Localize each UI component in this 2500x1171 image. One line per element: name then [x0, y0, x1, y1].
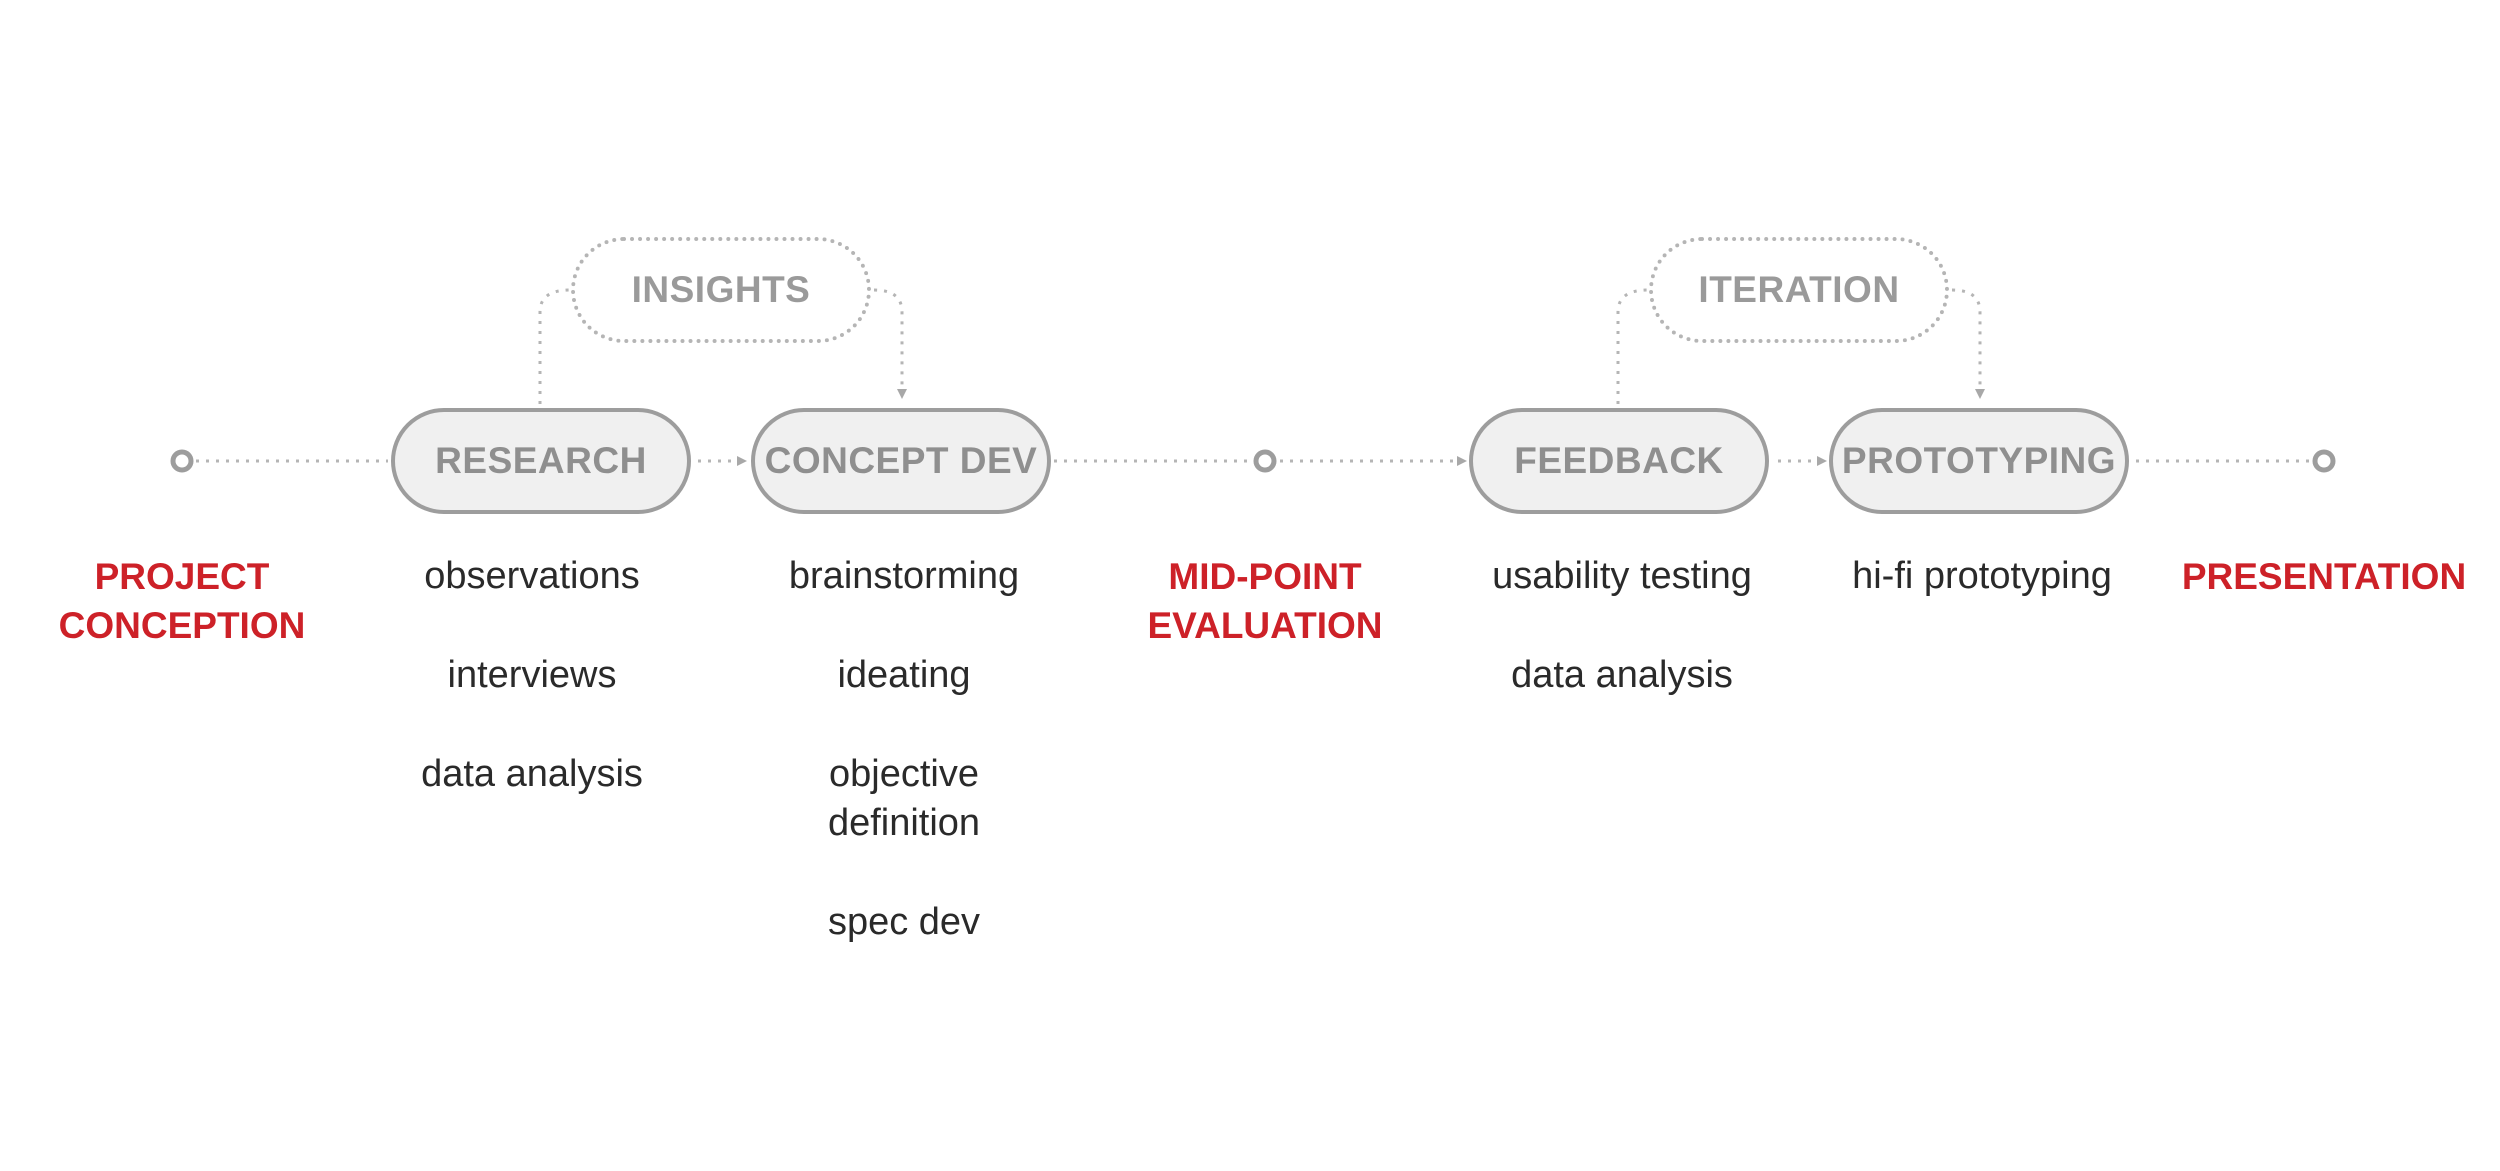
iteration-loop-up: [1616, 288, 1649, 404]
milestone-project-conception: PROJECT CONCEPTION: [32, 552, 332, 650]
list-item: interviews: [447, 654, 617, 696]
prototyping-task-list: hi-fi prototyping: [1822, 552, 2142, 651]
milestone-node-start: [170, 449, 194, 473]
list-item: ideating: [837, 654, 971, 696]
milestone-presentation: PRESENTATION: [2154, 552, 2494, 601]
list-item: observations: [424, 555, 640, 597]
concept-dev-task-list: brainstorming ideating objective definit…: [744, 552, 1064, 997]
insights-loop-down: [873, 288, 907, 399]
phase-research: RESEARCH: [391, 408, 691, 514]
milestone-mid-line-1: MID-POINT: [1168, 556, 1362, 597]
research-task-list: observations interviews data analysis: [372, 552, 692, 849]
list-item: data analysis: [421, 753, 643, 795]
feedback-task-list: usability testing data analysis: [1462, 552, 1782, 750]
list-item: hi-fi prototyping: [1852, 555, 2112, 597]
list-item: data analysis: [1511, 654, 1733, 696]
milestone-mid-line-2: EVALUATION: [1147, 605, 1383, 646]
list-item: brainstorming: [788, 555, 1020, 597]
phase-concept-dev: CONCEPT DEV: [751, 408, 1051, 514]
milestone-mid-point-evaluation: MID-POINT EVALUATION: [1115, 552, 1415, 650]
milestone-node-mid: [1253, 449, 1277, 473]
insights-loop-up: [538, 288, 571, 404]
phase-feedback: FEEDBACK: [1469, 408, 1769, 514]
list-item: spec dev: [827, 901, 981, 943]
milestone-end-line-1: PRESENTATION: [2181, 556, 2467, 597]
milestone-start-line-1: PROJECT: [94, 556, 270, 597]
list-item: objective definition: [827, 753, 981, 844]
milestone-node-end: [2312, 449, 2336, 473]
milestone-start-line-2: CONCEPTION: [58, 605, 306, 646]
list-item: usability testing: [1492, 555, 1752, 597]
iteration-loop-label: ITERATION: [1649, 237, 1949, 343]
insights-loop-label: INSIGHTS: [571, 237, 871, 343]
phase-prototyping: PROTOTYPING: [1829, 408, 2129, 514]
iteration-loop-down: [1951, 288, 1985, 399]
